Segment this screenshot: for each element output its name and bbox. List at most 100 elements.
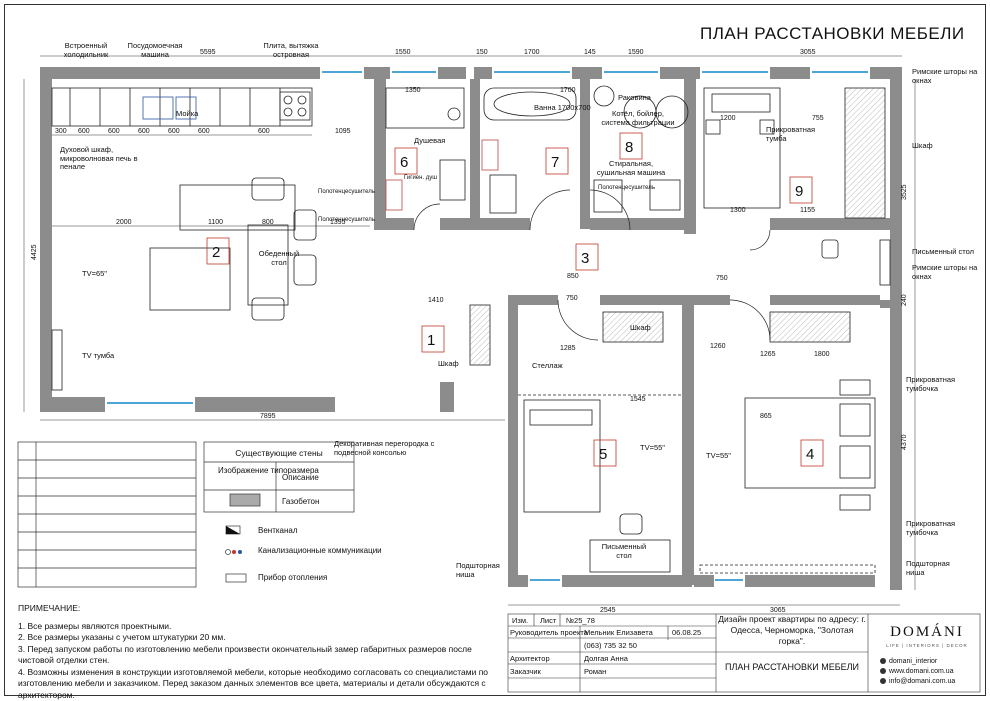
svg-text:300: 300 bbox=[55, 128, 67, 135]
svg-text:Канализационные коммуникации: Канализационные коммуникации bbox=[258, 546, 382, 555]
label-shelf: Стеллаж bbox=[532, 362, 563, 371]
room-5-furniture bbox=[518, 312, 682, 572]
legend-texts: Изображение типоразмера Описание Газобет… bbox=[218, 466, 382, 582]
svg-text:1100: 1100 bbox=[208, 219, 223, 226]
svg-text:8: 8 bbox=[625, 139, 633, 156]
tb-change: Изм. bbox=[512, 616, 528, 625]
svg-text:1200: 1200 bbox=[720, 115, 736, 122]
svg-text:755: 755 bbox=[812, 115, 824, 122]
label-boiler: Котёл, бойлер, система фильтрации bbox=[598, 110, 678, 127]
label-dishwasher: Посудомоечная машина bbox=[120, 42, 190, 59]
svg-text:3065: 3065 bbox=[770, 607, 786, 614]
svg-text:1155: 1155 bbox=[800, 207, 815, 214]
bathroom-6-furniture bbox=[386, 88, 465, 210]
tb-date: 06.08.25 bbox=[672, 628, 701, 637]
svg-text:Описание: Описание bbox=[282, 473, 319, 482]
svg-text:865: 865 bbox=[760, 413, 772, 420]
svg-text:850: 850 bbox=[567, 273, 579, 280]
svg-text:1590: 1590 bbox=[628, 49, 644, 56]
room-4-furniture bbox=[700, 312, 875, 573]
svg-text:3055: 3055 bbox=[800, 49, 816, 56]
svg-text:1095: 1095 bbox=[335, 128, 351, 135]
svg-text:Прибор отопления: Прибор отопления bbox=[258, 573, 327, 582]
label-dining-table: Обеденный стол bbox=[254, 250, 304, 267]
tb-name3: Роман bbox=[584, 667, 606, 676]
contact-instagram: domani_interior bbox=[880, 658, 937, 665]
svg-text:3525: 3525 bbox=[901, 184, 908, 200]
doors bbox=[414, 190, 770, 340]
label-towel-dryer-1: Полотенцесушитель bbox=[318, 188, 375, 197]
label-shower: Душевая bbox=[414, 137, 445, 146]
label-wardrobe3: Шкаф bbox=[630, 324, 651, 333]
svg-text:240: 240 bbox=[901, 294, 908, 306]
svg-text:145: 145 bbox=[584, 49, 596, 56]
svg-text:7895: 7895 bbox=[260, 413, 276, 420]
tb-role1: Руководитель проекта bbox=[510, 628, 588, 637]
tb-role2: Архитектор bbox=[510, 654, 550, 663]
svg-text:600: 600 bbox=[168, 128, 180, 135]
svg-text:Вентканал: Вентканал bbox=[258, 526, 298, 535]
label-stove: Плита, вытяжка островная bbox=[256, 42, 326, 59]
legend-icons bbox=[226, 526, 243, 555]
svg-text:750: 750 bbox=[566, 295, 578, 302]
instagram-icon bbox=[880, 658, 886, 664]
label-desk-right: Письменный стол bbox=[912, 248, 974, 257]
tb-sheet: Лист bbox=[540, 616, 556, 625]
label-bed-side-table: Прикроватная тумба bbox=[766, 126, 836, 143]
mail-icon bbox=[880, 678, 886, 684]
tb-plan-name: ПЛАН РАССТАНОВКИ МЕБЕЛИ bbox=[716, 662, 868, 672]
label-oven: Духовой шкаф, микроволновая печь в пенал… bbox=[60, 146, 160, 172]
tb-doc-no: №25_78 bbox=[566, 616, 595, 625]
svg-text:2000: 2000 bbox=[116, 219, 132, 226]
svg-text:750: 750 bbox=[716, 275, 728, 282]
label-desk-room5: Письменный стол bbox=[594, 543, 654, 560]
note-1: 1. Все размеры являются проектными. bbox=[18, 621, 508, 633]
label-roman-blinds-2: Римские шторы на окнах bbox=[912, 264, 982, 281]
svg-text:1410: 1410 bbox=[428, 297, 444, 304]
svg-text:1700: 1700 bbox=[560, 87, 576, 94]
label-wardrobe2: Шкаф bbox=[438, 360, 459, 369]
label-roman-blinds-1: Римские шторы на окнах bbox=[912, 68, 982, 85]
label-nightstand-1: Прикроватная тумбочка bbox=[906, 376, 982, 393]
contact-website: www.domani.com.ua bbox=[880, 668, 954, 675]
contact-instagram-text: domani_interior bbox=[889, 658, 937, 665]
svg-text:150: 150 bbox=[476, 49, 488, 56]
label-sink: Раковина bbox=[618, 94, 651, 103]
tb-address: Дизайн проект квартиры по адресу: г. Оде… bbox=[717, 614, 867, 647]
svg-text:6: 6 bbox=[400, 154, 408, 171]
contact-email: info@domani.com.ua bbox=[880, 678, 955, 685]
svg-text:4425: 4425 bbox=[31, 244, 38, 260]
svg-text:9: 9 bbox=[795, 183, 803, 200]
svg-text:1350: 1350 bbox=[405, 87, 421, 94]
legend-table bbox=[18, 442, 354, 587]
svg-text:1800: 1800 bbox=[814, 351, 830, 358]
label-hygiene-shower: Гигиен. душ bbox=[404, 174, 437, 183]
label-towel-dryer-2: Полотенцесушитель bbox=[318, 216, 375, 225]
svg-text:1260: 1260 bbox=[710, 343, 726, 350]
label-bath: Ванна 1700х700 bbox=[534, 104, 591, 113]
label-window-niche-1: Подшторная ниша bbox=[456, 562, 506, 579]
label-washer: Стиральная, сушильная машина bbox=[592, 160, 670, 177]
label-towel-dryer-3: Полотенцесушитель bbox=[598, 184, 655, 193]
svg-text:3: 3 bbox=[581, 250, 589, 267]
note-2: 2. Все размеры указаны с учетом штукатур… bbox=[18, 632, 508, 644]
label-window-niche-2: Подшторная ниша bbox=[906, 560, 966, 577]
svg-text:1: 1 bbox=[427, 332, 435, 349]
tech-room-8-furniture bbox=[594, 86, 688, 212]
svg-text:5595: 5595 bbox=[200, 49, 216, 56]
svg-text:1300: 1300 bbox=[730, 207, 746, 214]
legend-title: Существующие стены bbox=[204, 448, 354, 458]
svg-text:Газобетон: Газобетон bbox=[282, 497, 319, 506]
svg-text:4370: 4370 bbox=[901, 434, 908, 450]
contact-website-text: www.domani.com.ua bbox=[889, 668, 954, 675]
svg-text:1700: 1700 bbox=[524, 49, 540, 56]
label-tv-55b: TV=55" bbox=[706, 452, 731, 461]
svg-text:4: 4 bbox=[806, 446, 814, 463]
svg-text:2545: 2545 bbox=[600, 607, 616, 614]
svg-text:5: 5 bbox=[599, 446, 607, 463]
brand-logo: DOMÁNI bbox=[872, 624, 982, 641]
note-4: 4. Возможны изменения в конструкции изго… bbox=[18, 667, 508, 701]
svg-text:600: 600 bbox=[198, 128, 210, 135]
svg-text:800: 800 bbox=[262, 219, 274, 226]
